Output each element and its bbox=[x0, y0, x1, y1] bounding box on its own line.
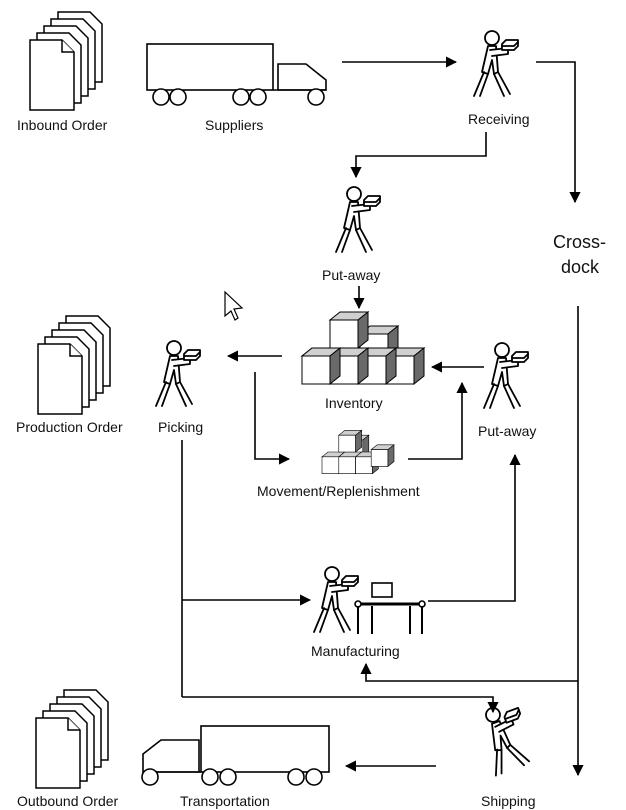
picking-label: Picking bbox=[158, 419, 203, 435]
put-away-right-worker-icon bbox=[483, 342, 529, 409]
arrow-inventory-movement bbox=[254, 372, 291, 465]
outbound-order-icon bbox=[35, 689, 109, 789]
shipping-worker-icon bbox=[472, 698, 539, 777]
arrow-movement-putaway-right bbox=[408, 381, 468, 460]
cross-dock-label-line1: Cross- bbox=[553, 232, 606, 252]
movement-boxes-icon bbox=[321, 430, 395, 474]
receiving-worker-icon bbox=[473, 30, 519, 97]
manufacturing-worker-icon bbox=[313, 566, 359, 633]
arrow-receiving-putaway bbox=[350, 132, 487, 179]
inventory-boxes-icon bbox=[301, 311, 425, 385]
suppliers-label: Suppliers bbox=[205, 117, 263, 133]
flow-connectors bbox=[181, 56, 584, 777]
receiving-label: Receiving bbox=[468, 111, 529, 127]
manufacturing-label: Manufacturing bbox=[311, 643, 400, 659]
assembly-table-icon bbox=[354, 582, 426, 634]
mouse-pointer-icon bbox=[224, 290, 244, 321]
put-away-top-label: Put-away bbox=[322, 267, 380, 283]
arrow-receiving-crossdock bbox=[536, 61, 581, 204]
inventory-label: Inventory bbox=[325, 395, 383, 411]
picking-worker-icon bbox=[155, 340, 201, 407]
arrow-picking-shipping bbox=[182, 696, 499, 714]
shipping-label: Shipping bbox=[481, 793, 536, 809]
suppliers-truck-icon bbox=[146, 43, 327, 106]
production-order-label: Production Order bbox=[16, 419, 123, 435]
transportation-label: Transportation bbox=[180, 793, 270, 809]
production-order-icon bbox=[37, 315, 111, 415]
outbound-order-label: Outbound Order bbox=[17, 793, 119, 809]
inbound-order-icon bbox=[29, 11, 103, 111]
transportation-truck-icon bbox=[141, 725, 330, 786]
inbound-order-label: Inbound Order bbox=[17, 117, 108, 133]
arrow-crossdock-manufacturing bbox=[360, 662, 578, 682]
cross-dock-label-line2: dock bbox=[561, 257, 600, 277]
put-away-right-label: Put-away bbox=[478, 423, 536, 439]
arrow-manufacturing-putaway-right bbox=[428, 453, 521, 602]
movement-replenishment-label: Movement/Replenishment bbox=[257, 483, 420, 499]
put-away-worker-icon bbox=[335, 186, 381, 253]
